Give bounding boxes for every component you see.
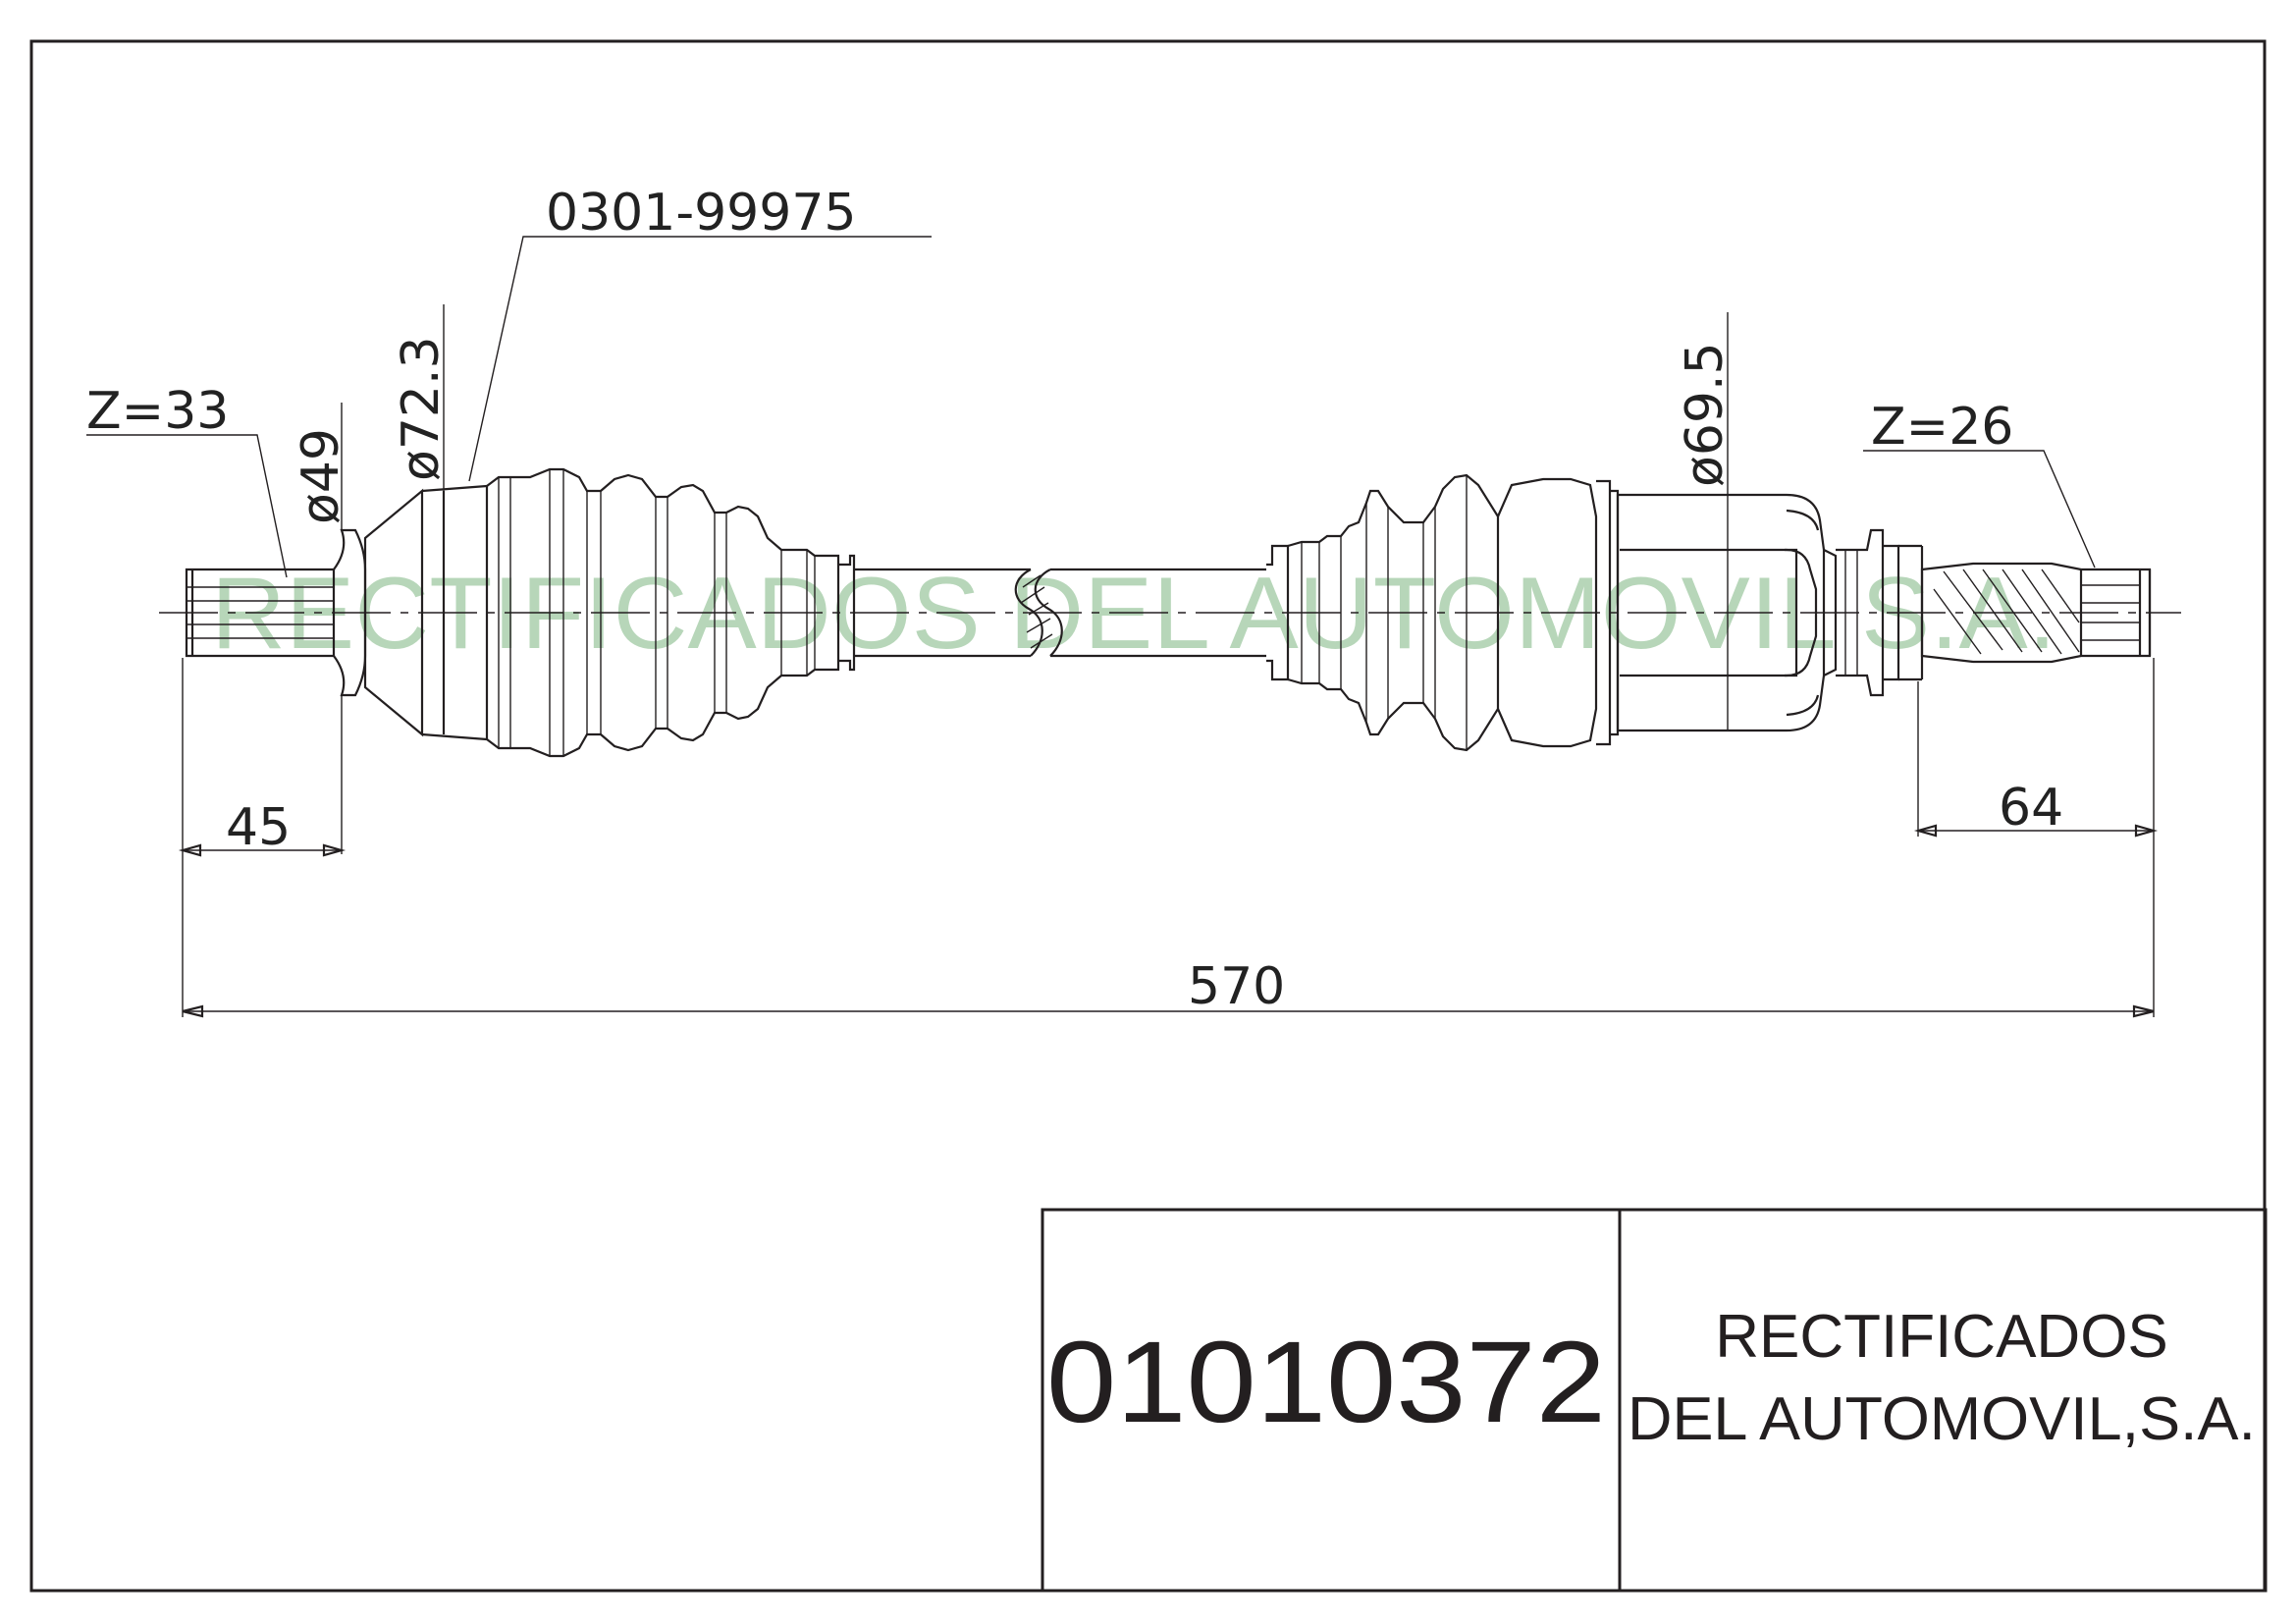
d723-label: ø72.3 bbox=[392, 336, 451, 481]
dim-570-label: 570 bbox=[1188, 957, 1285, 1016]
right-cv-joint-housing bbox=[1496, 477, 1838, 748]
z26-label: Z=26 bbox=[1871, 398, 2013, 457]
watermark-text: RECTIFICADOS DEL AUTOMOVIL S.A. bbox=[211, 557, 2056, 671]
title-block bbox=[1041, 1208, 2268, 1593]
intermediate-shaft bbox=[854, 568, 1266, 658]
right-spline-stub bbox=[1920, 562, 2152, 664]
z33-leader bbox=[86, 434, 288, 578]
z33-label: Z=33 bbox=[86, 382, 229, 441]
dim-45-label: 45 bbox=[226, 798, 291, 857]
dim-45 bbox=[178, 658, 347, 857]
d49-label: ø49 bbox=[292, 428, 350, 524]
left-cv-joint-housing bbox=[363, 484, 489, 741]
part-number: 01010372 bbox=[1046, 1318, 1606, 1447]
right-cv-boot bbox=[1287, 473, 1500, 752]
left-shaft-collar bbox=[838, 554, 856, 672]
d695-label: ø69.5 bbox=[1676, 342, 1735, 487]
boot-ref-leader bbox=[468, 236, 932, 482]
z26-leader bbox=[1863, 450, 2096, 568]
dim-570 bbox=[182, 837, 2155, 1018]
company-name-line2: DEL AUTOMOVIL,S.A. bbox=[1628, 1385, 2256, 1453]
left-cv-boot bbox=[486, 467, 840, 758]
dim-64 bbox=[1913, 658, 2159, 838]
dim-64-label: 64 bbox=[1999, 779, 2063, 838]
company-name-line1: RECTIFICADOS bbox=[1715, 1303, 2168, 1371]
boot-ref-label: 0301-99975 bbox=[546, 184, 857, 243]
right-shaft-collar bbox=[1266, 544, 1290, 681]
